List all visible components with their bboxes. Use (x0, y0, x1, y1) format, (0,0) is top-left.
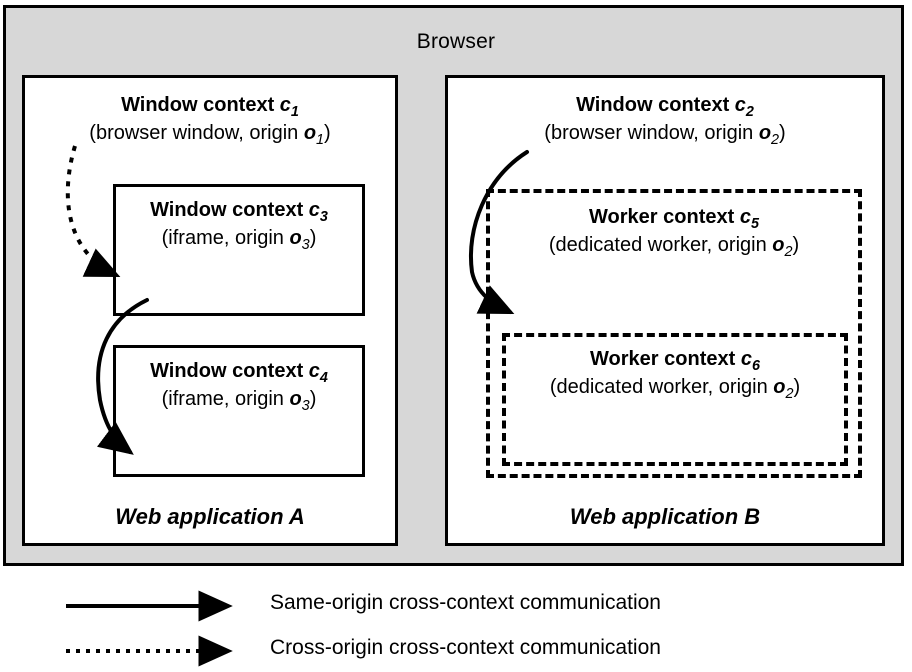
context-c6-title: Worker context c6 (506, 347, 844, 378)
context-c3-title: Window context c3 (116, 198, 362, 229)
context-c3-index: 3 (319, 209, 328, 225)
context-c4-ident: c (308, 360, 320, 382)
legend-label-same-origin: Same-origin cross-context communication (270, 591, 661, 614)
browser-title: Browser (416, 30, 496, 53)
context-c4-index: 4 (319, 370, 328, 386)
context-c2-subtitle: (browser window, origin o2) (448, 121, 882, 152)
context-c4-subtitle-prefix: (iframe, origin (161, 388, 290, 410)
context-c6-subtitle-prefix: (dedicated worker, origin (549, 376, 774, 398)
context-c2-ident: c (734, 94, 746, 116)
context-c1-ident: c (279, 94, 291, 116)
context-c6-index: 6 (751, 358, 760, 374)
context-c1-subtitle: (browser window, origin o1) (25, 121, 395, 152)
context-c2-subtitle-prefix: (browser window, origin (544, 122, 759, 144)
context-c1-index: 1 (290, 104, 299, 120)
context-c6-title-prefix: Worker context (590, 348, 741, 370)
context-box-c6: Worker context c6 (dedicated worker, ori… (502, 333, 848, 466)
context-c2-index: 2 (745, 104, 754, 120)
context-c5-subtitle-prefix: (dedicated worker, origin (548, 234, 773, 256)
context-c5-origin: o (772, 234, 785, 256)
context-c5-title: Worker context c5 (490, 205, 858, 236)
context-c4-origin-index: 3 (301, 398, 310, 414)
context-c1-origin-index: 1 (316, 132, 325, 148)
legend-dotted-arrow-icon (66, 635, 233, 667)
context-c3-subtitle-prefix: (iframe, origin (161, 227, 290, 249)
context-c4-title: Window context c4 (116, 359, 362, 390)
context-c1-subtitle-prefix: (browser window, origin (89, 122, 304, 144)
context-c5-index: 5 (750, 216, 759, 232)
context-c5-origin-index: 2 (784, 244, 793, 260)
context-c3-origin-index: 3 (301, 237, 310, 253)
context-c6-ident: c (740, 348, 752, 370)
context-box-c5: Worker context c5 (dedicated worker, ori… (486, 189, 862, 478)
legend-solid-arrow-icon (66, 590, 233, 622)
context-c2-origin-index: 2 (771, 132, 780, 148)
context-c1-subtitle-suffix: ) (324, 122, 331, 144)
web-application-b-label: Web application B (569, 504, 761, 529)
context-c2-title-prefix: Window context (576, 94, 735, 116)
context-c2-origin: o (758, 122, 772, 144)
context-c3-subtitle: (iframe, origin o3) (116, 226, 362, 257)
context-c5-subtitle: (dedicated worker, origin o2) (490, 233, 858, 264)
context-c2-subtitle-suffix: ) (779, 122, 786, 144)
legend-item-cross-origin: Cross-origin cross-context communication (0, 631, 912, 671)
context-c4-title-prefix: Window context (150, 360, 309, 382)
context-c3-title-prefix: Window context (150, 199, 309, 221)
context-c5-ident: c (739, 206, 751, 228)
context-c6-subtitle-suffix: ) (793, 376, 801, 398)
context-c5-title-prefix: Worker context (589, 206, 740, 228)
legend-label-cross-origin: Cross-origin cross-context communication (270, 636, 661, 659)
context-c3-origin: o (289, 227, 302, 249)
context-c6-origin-index: 2 (785, 386, 794, 402)
context-c6-subtitle: (dedicated worker, origin o2) (506, 375, 844, 406)
context-c1-title: Window context c1 (25, 93, 395, 124)
legend-item-same-origin: Same-origin cross-context communication (0, 586, 912, 626)
context-c5-subtitle-suffix: ) (792, 234, 800, 256)
context-c4-subtitle: (iframe, origin o3) (116, 387, 362, 418)
context-box-c3: Window context c3 (iframe, origin o3) (113, 184, 365, 316)
context-c4-origin: o (289, 388, 302, 410)
context-c1-title-prefix: Window context (121, 94, 280, 116)
context-c2-title: Window context c2 (448, 93, 882, 124)
context-c3-ident: c (308, 199, 320, 221)
context-box-c4: Window context c4 (iframe, origin o3) (113, 345, 365, 477)
context-c1-origin: o (303, 122, 317, 144)
context-c3-subtitle-suffix: ) (309, 227, 317, 249)
context-c4-subtitle-suffix: ) (309, 388, 317, 410)
context-c6-origin: o (773, 376, 786, 398)
web-application-a-label: Web application A (115, 504, 305, 529)
